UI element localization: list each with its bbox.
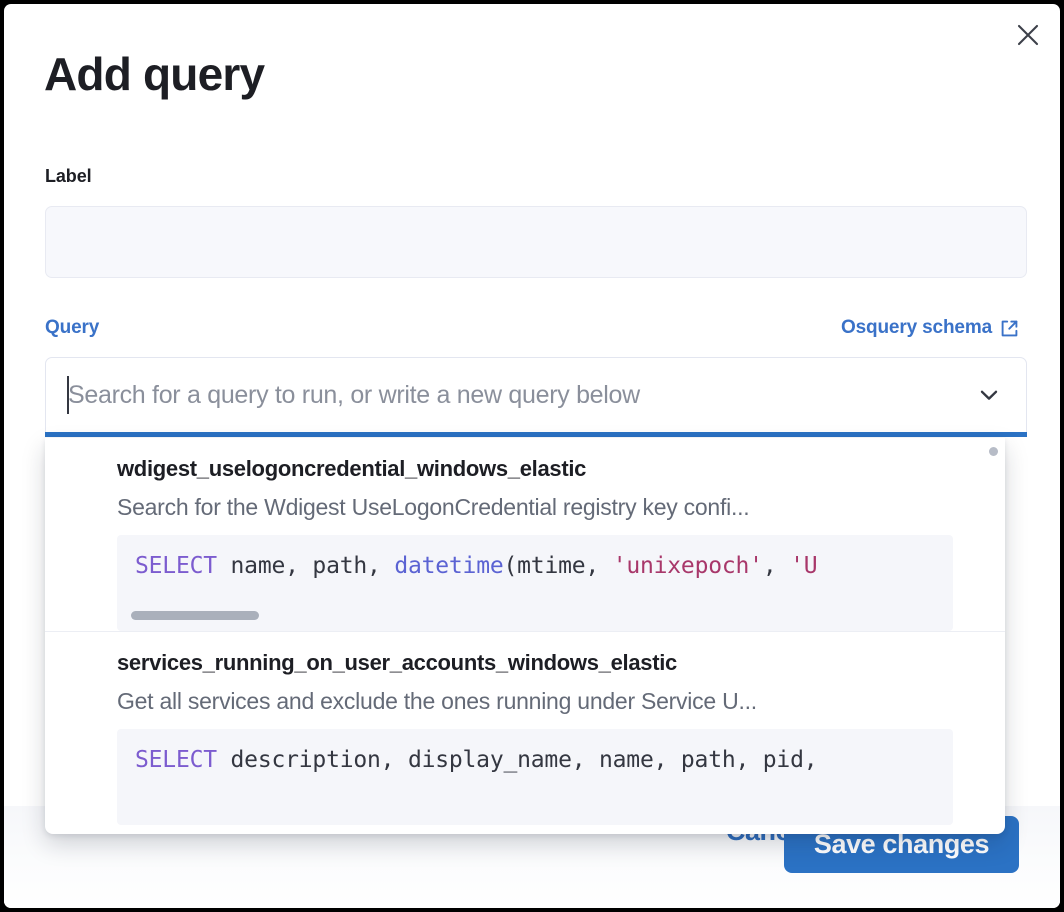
chevron-down-icon[interactable] (972, 378, 1006, 412)
add-query-modal: Add query Label Query Osquery schema Sea… (4, 4, 1060, 908)
sql-code: SELECT description, display_name, name, … (135, 747, 818, 773)
list-item[interactable]: wdigest_uselogoncredential_windows_elast… (45, 438, 1005, 631)
list-item-code-block: SELECT name, path, datetime(mtime, 'unix… (117, 535, 953, 631)
query-search-placeholder: Search for a query to run, or write a ne… (68, 380, 640, 409)
combobox-focus-underline (45, 432, 1027, 437)
code-horizontal-scrollbar[interactable] (131, 611, 259, 620)
list-item[interactable]: services_running_on_user_accounts_window… (45, 631, 1005, 825)
sql-code: SELECT name, path, datetime(mtime, 'unix… (135, 553, 818, 579)
label-field-caption: Label (45, 166, 92, 186)
close-button[interactable] (1008, 15, 1048, 55)
list-item-title: wdigest_uselogoncredential_windows_elast… (117, 456, 587, 481)
dropdown-scrollbar[interactable] (989, 447, 998, 456)
query-search-combobox[interactable]: Search for a query to run, or write a ne… (45, 357, 1027, 433)
close-icon (1015, 22, 1041, 48)
query-results-dropdown: wdigest_uselogoncredential_windows_elast… (45, 438, 1005, 834)
text-cursor (67, 376, 69, 414)
list-item-description: Get all services and exclude the ones ru… (117, 688, 757, 714)
query-section-caption: Query (45, 317, 100, 338)
label-input[interactable] (45, 206, 1027, 278)
list-item-code-block: SELECT description, display_name, name, … (117, 729, 953, 825)
page-title: Add query (44, 48, 265, 100)
osquery-schema-link[interactable]: Osquery schema (841, 317, 1019, 339)
osquery-schema-link-label: Osquery schema (840, 317, 992, 338)
external-link-icon (1000, 318, 1019, 338)
list-item-description: Search for the Wdigest UseLogonCredentia… (117, 494, 750, 520)
list-item-title: services_running_on_user_accounts_window… (117, 650, 677, 675)
